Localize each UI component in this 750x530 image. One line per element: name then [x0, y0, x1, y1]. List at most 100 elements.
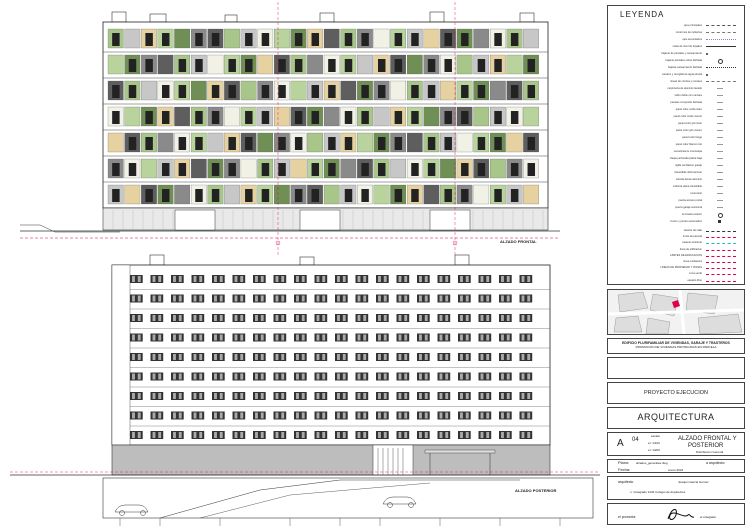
sheet-letter: A — [617, 438, 624, 449]
legend-extra-item: LINEAS DE PROPIEDAD Y ZONAS — [612, 265, 742, 271]
legend-item-label: panel color verde oscuro — [673, 115, 702, 118]
legend-item-label: vidrio doble con camara — [674, 94, 702, 97]
legend-extra-item: zona verde — [612, 271, 742, 277]
legend-symbol — [717, 136, 723, 139]
legend-item-label: ejes principales — [684, 24, 702, 27]
legend-extra-label: rasante existente — [682, 241, 702, 245]
legend-extra-label: LIMITES DE EDIFICACION — [670, 253, 702, 257]
sheet-title-2: POSTERIOR — [688, 443, 724, 449]
legend-panel: LEYENDA ejes principales contornos de cub… — [607, 5, 745, 285]
legend-item: luminaria exterior — [612, 211, 742, 218]
legend-extra-symbol — [706, 237, 736, 239]
legend-symbol — [717, 185, 723, 188]
promotor-value: el colegiado — [700, 515, 717, 519]
legend-extra-label: espacio libre — [687, 278, 702, 282]
legend-item-label: contornos de cubiertas — [675, 31, 702, 34]
signature-mark — [667, 509, 695, 520]
sheet-number: 04 — [632, 437, 639, 443]
legend-extra-symbol — [706, 249, 736, 251]
location-map — [607, 289, 745, 335]
signature-box: el promotor el colegiado — [607, 503, 745, 525]
legend-extra-label: linea de edificacion — [679, 247, 702, 251]
legend-item: bajante de pluviales y saneamiento — [612, 50, 742, 57]
legend-item: buzon y portero automatico — [612, 218, 742, 225]
legend-extra-list: rasante de calle limite de parcela rasante… — [612, 228, 742, 284]
sheet-info-box: A 04 escala e= 1/100 e= 1/200 ALZADO FRO… — [607, 432, 745, 456]
rear-elevation-label: ALZADO POSTERIOR — [515, 488, 556, 493]
legend-extra-item: limite de parcela — [612, 234, 742, 240]
legend-symbol — [717, 101, 723, 104]
legend-item-label: bajante saneamiento fachada — [667, 66, 702, 69]
legend-extra-symbol — [706, 280, 736, 282]
legend-symbol — [717, 108, 723, 111]
legend-item: puerta garaje seccional — [612, 204, 742, 211]
legend-item: puerta acceso portal — [612, 197, 742, 204]
fecha-label: Fecha: — [618, 467, 631, 472]
file-info-box: Plano: alzados_generales.dwg Fecha: ener… — [607, 459, 745, 473]
sheet-title-1: ALZADO FRONTAL Y — [678, 436, 737, 442]
legend-extra-item: LIMITES DE EDIFICACION — [612, 253, 742, 259]
legend-symbol — [717, 178, 723, 181]
legend-item-label: panel color verde claro — [675, 108, 702, 111]
legend-extra-label: zona verde — [689, 272, 702, 276]
legend-symbol — [718, 213, 723, 218]
legend-extra-item: linea de edificacion — [612, 247, 742, 253]
legend-item-label: revestimiento monocapa — [673, 150, 702, 153]
firma-label: a arquitecto: — [706, 461, 726, 465]
legend-symbol — [706, 46, 736, 47]
legend-item: carpinteria de aluminio lacado — [612, 85, 742, 92]
legend-item-label: carpinteria de aluminio lacado — [667, 87, 702, 90]
legend-item-label: bajante pluviales sobre fachada — [665, 59, 702, 62]
project-title-line-1: EDIFICIO PLURIFAMILIAR DE VIVIENDAS, GAR… — [622, 341, 730, 345]
blank-box — [607, 357, 745, 379]
legend-symbol — [706, 67, 736, 68]
legend-item: panel color verde oscuro — [612, 113, 742, 120]
legend-item: chapa perforada planta baja — [612, 155, 742, 162]
legend-extra-symbol — [706, 255, 736, 257]
front-elevation-label: ALZADO FRONTAL — [500, 239, 537, 244]
legend-symbol — [717, 150, 723, 153]
legend-extra-item: rasante de calle — [612, 228, 742, 234]
legend-item: panel color blanco roto — [612, 141, 742, 148]
legend-item-label: lucernario — [690, 192, 702, 195]
legend-item: vidrio doble con camara — [612, 92, 742, 99]
legend-symbol — [717, 157, 723, 160]
legend-extra-label: limite de parcela — [683, 235, 702, 239]
legend-extra-label: LINEAS DE PROPIEDAD Y ZONAS — [660, 266, 702, 270]
legend-symbol — [717, 122, 723, 125]
project-title-box: EDIFICIO PLURIFAMILIAR DE VIVIENDAS, GAR… — [607, 338, 745, 354]
legend-extra-symbol — [706, 231, 736, 232]
legend-extra-label: rasante de calle — [683, 229, 702, 232]
arquitecto-name: Joaquin Garcia Gomez — [678, 480, 709, 484]
legend-symbol — [718, 59, 723, 64]
sheet-subtitle: Distribucion General — [696, 450, 724, 454]
scale-1: e= 1/100 — [648, 441, 660, 445]
legend-item-label: celosia lamas aluminio — [675, 178, 702, 181]
legend-item: panel color gris claro — [612, 120, 742, 127]
legend-item-label: lineas de cornisa y remates — [670, 80, 702, 83]
legend-item-label: cotas de nivel de forjados — [672, 45, 702, 48]
legend-extra-item: rasante existente — [612, 240, 742, 246]
legend-item: lineas de cornisa y remates — [612, 78, 742, 85]
legend-item: panel color gris oscuro — [612, 127, 742, 134]
legend-item-label: barandilla vidrio laminar — [674, 171, 702, 174]
front-elevation: ALZADO FRONTAL — [20, 2, 560, 255]
legend-extra-item: linea medianera — [612, 259, 742, 265]
legend-title: LEYENDA — [620, 10, 665, 19]
legend-extra-symbol — [706, 261, 736, 263]
plano-label: Plano: — [618, 460, 630, 465]
arquitecto-label: arquitecto — [618, 480, 634, 484]
legend-symbol — [717, 199, 723, 202]
legend-item-label: cubierta plana transitable — [673, 185, 702, 188]
legend-item-label: canalon y recogida de agua pluvial — [662, 73, 702, 76]
legend-symbol — [706, 32, 736, 33]
legend-item: celosia lamas aluminio — [612, 176, 742, 183]
scale-label: escala — [651, 434, 660, 438]
legend-symbol — [717, 129, 723, 132]
legend-item: paneles composite fachada — [612, 99, 742, 106]
legend-item: cotas de nivel de forjados — [612, 43, 742, 50]
legend-item: contornos de cubiertas — [612, 29, 742, 36]
location-map-drawing — [608, 290, 744, 334]
legend-item: panel color beige — [612, 134, 742, 141]
